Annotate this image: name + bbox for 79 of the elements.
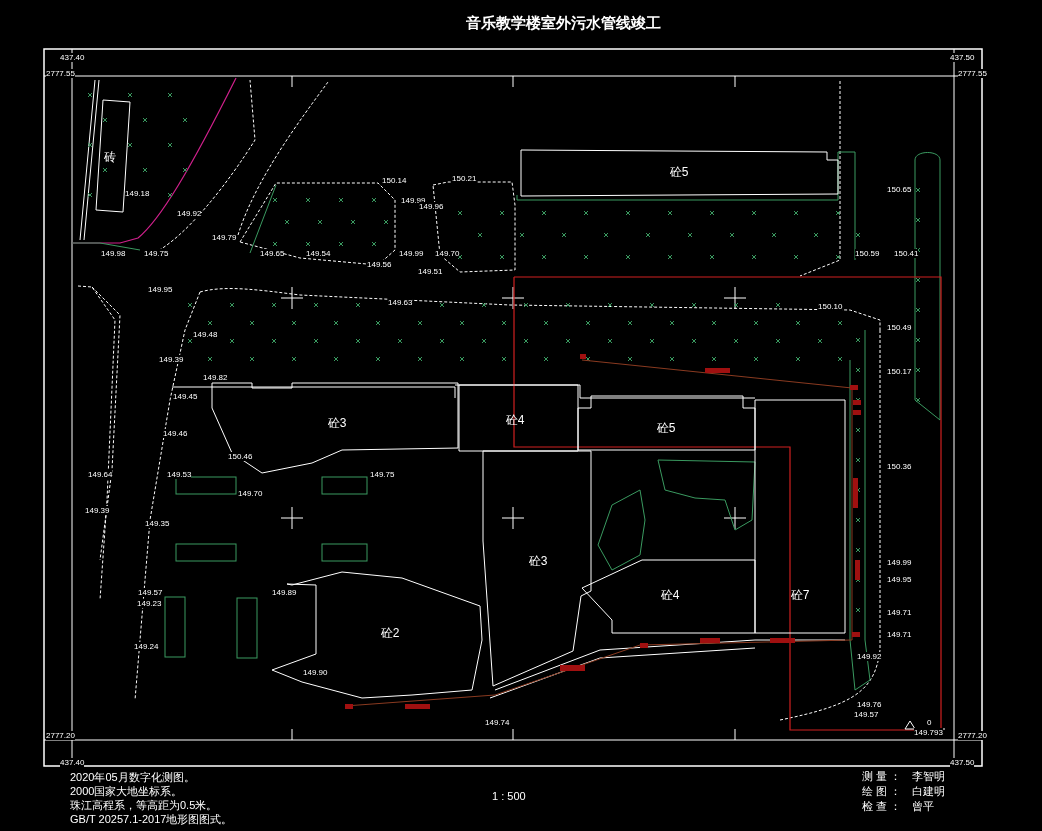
elevation-label: 149.71 <box>887 608 912 617</box>
building-outline <box>272 570 482 700</box>
signature-name: 曾平 <box>912 800 934 813</box>
building-label: 砼3 <box>327 416 347 430</box>
elevation-label: 149.51 <box>418 267 443 276</box>
elevation-label: 149.56 <box>367 260 392 269</box>
elevation-label: 149.63 <box>388 298 413 307</box>
elevation-label: 149.39 <box>85 506 110 515</box>
elevation-label: 149.89 <box>272 588 297 597</box>
elevation-label: 149.96 <box>419 202 444 211</box>
elevation-label: 149.24 <box>134 642 159 651</box>
elevation-label: 150.65 <box>887 185 912 194</box>
building-label: 砼2 <box>380 626 400 640</box>
elevation-label: 149.793 <box>914 728 943 737</box>
elevation-label: 149.23 <box>137 599 162 608</box>
elevation-label: 150.21 <box>452 174 477 183</box>
elevation-label: 149.45 <box>173 392 198 401</box>
coordinate-label: 2777.20 <box>958 731 987 740</box>
elevation-label: 149.64 <box>88 470 113 479</box>
building-outline <box>755 400 845 633</box>
elevation-label: 149.57 <box>138 588 163 597</box>
elevation-label: 149.46 <box>163 429 188 438</box>
building-label: 砼5 <box>656 421 676 435</box>
drawing-title: 音乐教学楼室外污水管线竣工 <box>466 14 661 32</box>
elevation-label: 149.35 <box>145 519 170 528</box>
coordinate-label: 2777.20 <box>46 731 75 740</box>
building-label: 砼7 <box>790 588 810 602</box>
coordinate-label: 437.50 <box>950 53 975 62</box>
elevation-label: 149.65 <box>260 249 285 258</box>
building-outline <box>521 150 839 197</box>
coordinate-label: 2777.55 <box>958 69 987 78</box>
signature-name: 白建明 <box>912 785 945 798</box>
elevation-label: 149.53 <box>167 470 192 479</box>
elevation-label: 149.75 <box>144 249 169 258</box>
building-label: 砖 <box>104 150 116 164</box>
elevation-label: 149.70 <box>435 249 460 258</box>
coordinate-label: 437.40 <box>60 758 85 767</box>
elevation-label: 150.14 <box>382 176 407 185</box>
elevation-label: 149.54 <box>306 249 331 258</box>
elevation-label: 150.17 <box>887 367 912 376</box>
elevation-label: 149.48 <box>193 330 218 339</box>
building-label: 砼3 <box>528 554 548 568</box>
elevation-label: 149.98 <box>101 249 126 258</box>
elevation-label: 149.92 <box>857 652 882 661</box>
scale-label: 1 : 500 <box>492 790 526 803</box>
elevation-label: 149.79 <box>212 233 237 242</box>
elevation-label: 150.41 <box>894 249 919 258</box>
coordinate-label: 437.50 <box>950 758 975 767</box>
elevation-label: 149.90 <box>303 668 328 677</box>
signature-name: 李智明 <box>912 770 945 783</box>
elevation-label: 149.71 <box>887 630 912 639</box>
elevation-label: 149.76 <box>857 700 882 709</box>
elevation-label: 149.99 <box>887 558 912 567</box>
elevation-label: 0 <box>927 718 932 727</box>
building-outline <box>212 383 458 476</box>
elevation-label: 149.95 <box>148 285 173 294</box>
elevation-label: 150.46 <box>228 452 253 461</box>
building-label: 砼5 <box>669 165 689 179</box>
elevation-label: 149.95 <box>887 575 912 584</box>
elevation-label: 150.36 <box>887 462 912 471</box>
building-outline <box>582 560 755 633</box>
elevation-label: 149.99 <box>399 249 424 258</box>
elevation-label: 150.49 <box>887 323 912 332</box>
building-outline <box>459 385 578 451</box>
elevation-label: 149.74 <box>485 718 510 727</box>
coordinate-label: 437.40 <box>60 53 85 62</box>
elevation-label: 149.70 <box>238 489 263 498</box>
elevation-label: 149.75 <box>370 470 395 479</box>
building-outline <box>578 396 755 450</box>
elevation-label: 150.59 <box>855 249 880 258</box>
building-label: 砼4 <box>660 588 680 602</box>
coordinate-label: 2777.55 <box>46 69 75 78</box>
elevation-label: 149.18 <box>125 189 150 198</box>
elevation-label: 149.57 <box>854 710 879 719</box>
elevation-label: 150.10 <box>818 302 843 311</box>
building-label: 砼4 <box>505 413 525 427</box>
elevation-label: 149.82 <box>203 373 228 382</box>
elevation-label: 149.92 <box>177 209 202 218</box>
elevation-label: 149.39 <box>159 355 184 364</box>
